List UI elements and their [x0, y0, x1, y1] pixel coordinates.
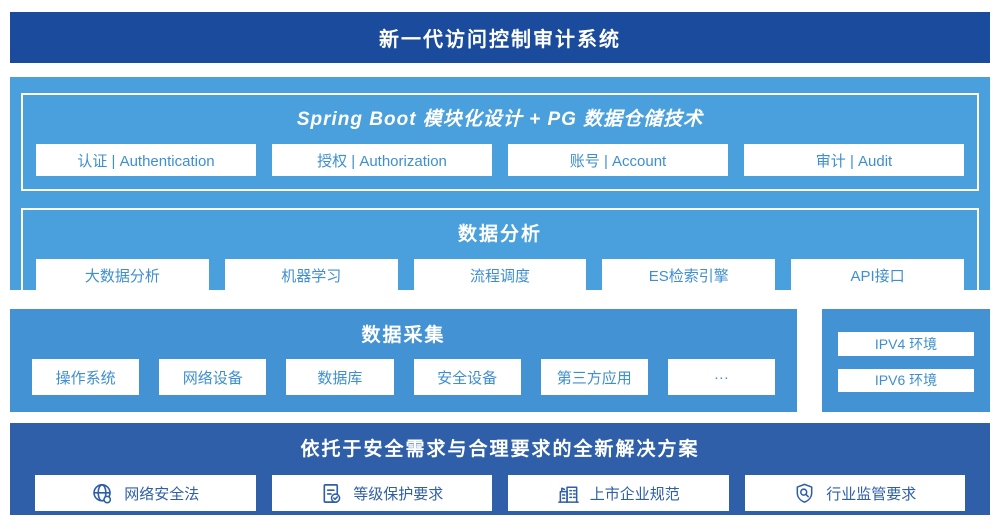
modules-title: Spring Boot 模块化设计 + PG 数据仓储技术 — [296, 109, 704, 130]
solution-box-label: 上市企业规范 — [589, 485, 680, 503]
modules-panel: Spring Boot 模块化设计 + PG 数据仓储技术 认证 | Authe… — [21, 93, 979, 191]
module-box: 认证 | Authentication — [36, 144, 256, 176]
globe-icon — [91, 482, 114, 505]
middle-row: 数据采集 操作系统 网络设备 数据库 安全设备 第三方应用 ··· — [10, 309, 990, 412]
solution-section: 依托于安全需求与合理要求的全新解决方案 网络安全法 等级保护要求 上市企业规范 — [10, 423, 990, 515]
analysis-row: 大数据分析 机器学习 流程调度 ES检索引擎 API接口 — [36, 259, 964, 291]
solution-box: 上市企业规范 — [508, 475, 729, 511]
analysis-box: 流程调度 — [413, 259, 587, 291]
solution-box: 等级保护要求 — [271, 475, 492, 511]
collection-box: 网络设备 — [159, 359, 267, 395]
collection-row: 操作系统 网络设备 数据库 安全设备 第三方应用 ··· — [32, 359, 776, 395]
module-box: 审计 | Audit — [744, 144, 964, 176]
collection-section: 数据采集 操作系统 网络设备 数据库 安全设备 第三方应用 ··· — [10, 309, 797, 412]
solution-box-label: 等级保护要求 — [353, 485, 444, 503]
environment-box: IPV6 环境 — [838, 368, 974, 392]
collection-box: 安全设备 — [413, 359, 521, 395]
analysis-title: 数据分析 — [457, 224, 542, 245]
modules-row: 认证 | Authentication 授权 | Authorization 账… — [36, 144, 964, 176]
environment-panel: IPV4 环境 IPV6 环境 — [822, 309, 990, 412]
platform-section: Spring Boot 模块化设计 + PG 数据仓储技术 认证 | Authe… — [10, 77, 990, 306]
solution-box: 行业监管要求 — [744, 475, 965, 511]
building-icon — [557, 482, 580, 505]
collection-box: 操作系统 — [32, 359, 140, 395]
analysis-box: 机器学习 — [224, 259, 398, 291]
collection-box: 第三方应用 — [540, 359, 648, 395]
solution-box-label: 网络安全法 — [124, 485, 200, 503]
analysis-box: 大数据分析 — [36, 259, 209, 291]
collection-box: ··· — [667, 359, 776, 395]
solution-row: 网络安全法 等级保护要求 上市企业规范 行业监管要求 — [35, 475, 965, 511]
analysis-box: API接口 — [791, 259, 964, 291]
shield-search-icon — [793, 482, 816, 505]
solution-box-label: 行业监管要求 — [826, 485, 917, 503]
collection-title: 数据采集 — [361, 325, 446, 346]
analysis-panel: 数据分析 大数据分析 机器学习 流程调度 ES检索引擎 API接口 — [21, 208, 979, 306]
banner: 新一代访问控制审计系统 — [10, 12, 990, 63]
solution-title: 依托于安全需求与合理要求的全新解决方案 — [300, 439, 700, 460]
checklist-icon — [320, 482, 343, 505]
module-box: 授权 | Authorization — [272, 144, 492, 176]
environment-box: IPV4 环境 — [838, 332, 974, 356]
module-box: 账号 | Account — [508, 144, 728, 176]
page-title: 新一代访问控制审计系统 — [379, 29, 621, 51]
collection-box: 数据库 — [286, 359, 394, 395]
solution-box: 网络安全法 — [35, 475, 256, 511]
analysis-box: ES检索引擎 — [602, 259, 776, 291]
